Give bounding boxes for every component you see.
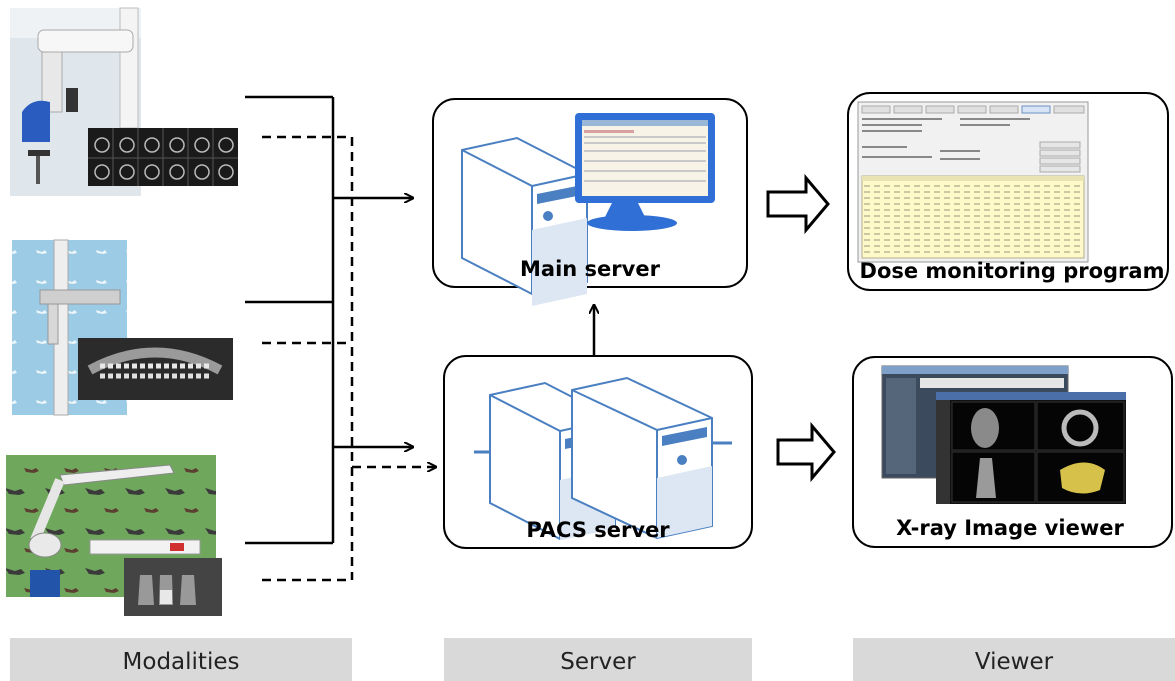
dose-program-screenshot <box>857 101 1089 263</box>
dose-monitoring-node: Dose monitoring program <box>847 92 1169 291</box>
dashed-connectors <box>262 135 436 582</box>
solid-connectors <box>245 95 413 545</box>
column-server: Server <box>444 638 752 681</box>
xray-viewer-node: X-ray Image viewer <box>852 356 1173 548</box>
xray-viewer-screenshot <box>881 365 1126 504</box>
column-modalities-label: Modalities <box>123 649 240 675</box>
main-server-label: Main server <box>520 257 661 281</box>
modality-panoramic-photo <box>12 239 233 416</box>
block-arrow-dose <box>766 173 830 235</box>
server-tower-icon <box>461 136 588 306</box>
xray-viewer-label: X-ray Image viewer <box>896 516 1124 540</box>
block-arrow-viewer <box>776 421 836 483</box>
dose-program-label: Dose monitoring program <box>860 259 1165 283</box>
monitor-icon <box>575 113 715 231</box>
column-viewer: Viewer <box>853 638 1175 681</box>
column-modalities: Modalities <box>10 638 352 681</box>
modality-cbct-photo <box>10 7 238 196</box>
pacs-server-node: PACS server <box>443 355 753 549</box>
pacs-server-label: PACS server <box>526 518 670 542</box>
pacs-tower-right-icon <box>571 376 732 540</box>
column-server-label: Server <box>560 649 636 675</box>
column-viewer-label: Viewer <box>975 649 1054 675</box>
main-server-node: Main server <box>432 98 748 306</box>
modality-intraoral-photo <box>6 455 222 616</box>
